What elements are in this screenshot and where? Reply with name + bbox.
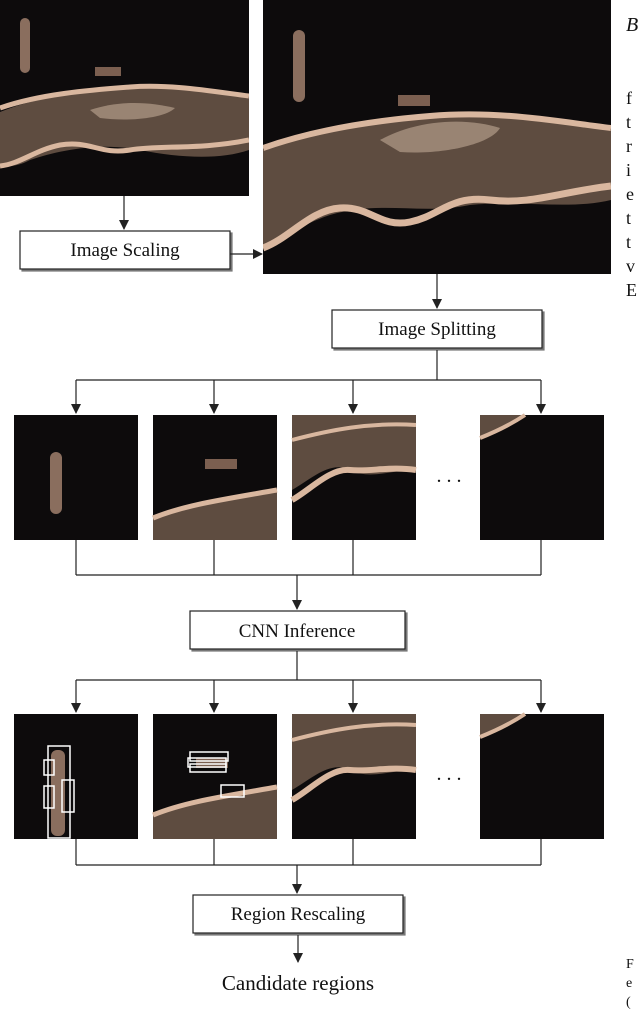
detection-box (220, 784, 245, 798)
detection-box (189, 751, 229, 762)
body-text-fragment-3: r (626, 136, 632, 156)
ship-icon (95, 67, 121, 76)
body-text-fragment-6: t (626, 208, 632, 228)
split-connectors (71, 350, 546, 414)
body-text-fragment-4: i (626, 160, 632, 180)
body-text-fragment-5: e (626, 184, 634, 204)
detection-tile-3 (290, 714, 417, 839)
merge-connectors (75, 540, 542, 610)
ship-icon (51, 750, 65, 836)
image-scaling-step: Image Scaling (19, 230, 231, 270)
ship-icon (20, 18, 30, 73)
ship-icon (293, 30, 305, 102)
rescale-connectors (75, 839, 542, 894)
detection-box (43, 759, 55, 776)
body-text-fragment-2: t (626, 112, 632, 132)
region-rescaling-step: Region Rescaling (192, 894, 404, 934)
ship-icon (205, 459, 237, 469)
cnn-inference-step: CNN Inference (189, 610, 406, 650)
region-rescaling-label: Region Rescaling (231, 904, 366, 925)
split-tile-n (479, 413, 604, 540)
detection-box (189, 763, 227, 773)
split-tile-2 (152, 415, 278, 540)
ship-icon (50, 452, 62, 514)
body-text-fragment-9: E (626, 280, 637, 300)
detection-tile-2 (152, 714, 278, 839)
split-tile-3 (290, 415, 417, 540)
ship-icon (196, 758, 228, 768)
ship-icon (398, 95, 430, 106)
section-heading-fragment: B (626, 14, 639, 36)
body-text-fragment-8: v (626, 256, 635, 276)
detection-tile-n (479, 712, 604, 839)
scaled-image (263, 0, 611, 274)
detection-box (43, 785, 55, 809)
body-text-fragment-7: t (626, 232, 632, 252)
image-scaling-label: Image Scaling (70, 240, 180, 261)
cnn-inference-label: CNN Inference (239, 621, 356, 642)
image-splitting-step: Image Splitting (331, 309, 543, 349)
tiles-ellipsis: . . . (437, 465, 462, 487)
detection-tile-1 (14, 714, 138, 839)
detection-box (187, 757, 227, 768)
detection-box (61, 779, 75, 813)
original-image (0, 0, 249, 196)
detections-ellipsis: . . . (437, 763, 462, 785)
inference-connectors (71, 651, 546, 713)
figure-caption-fragment-1: F (626, 957, 634, 972)
body-text-fragment-1: f (626, 88, 632, 108)
detection-box (47, 745, 71, 839)
image-splitting-label: Image Splitting (378, 319, 496, 340)
split-tile-1 (14, 415, 138, 540)
candidate-regions-label: Candidate regions (222, 971, 374, 995)
figure-caption-fragment-3: ( (626, 995, 631, 1010)
figure-caption-fragment-2: e (626, 976, 633, 991)
